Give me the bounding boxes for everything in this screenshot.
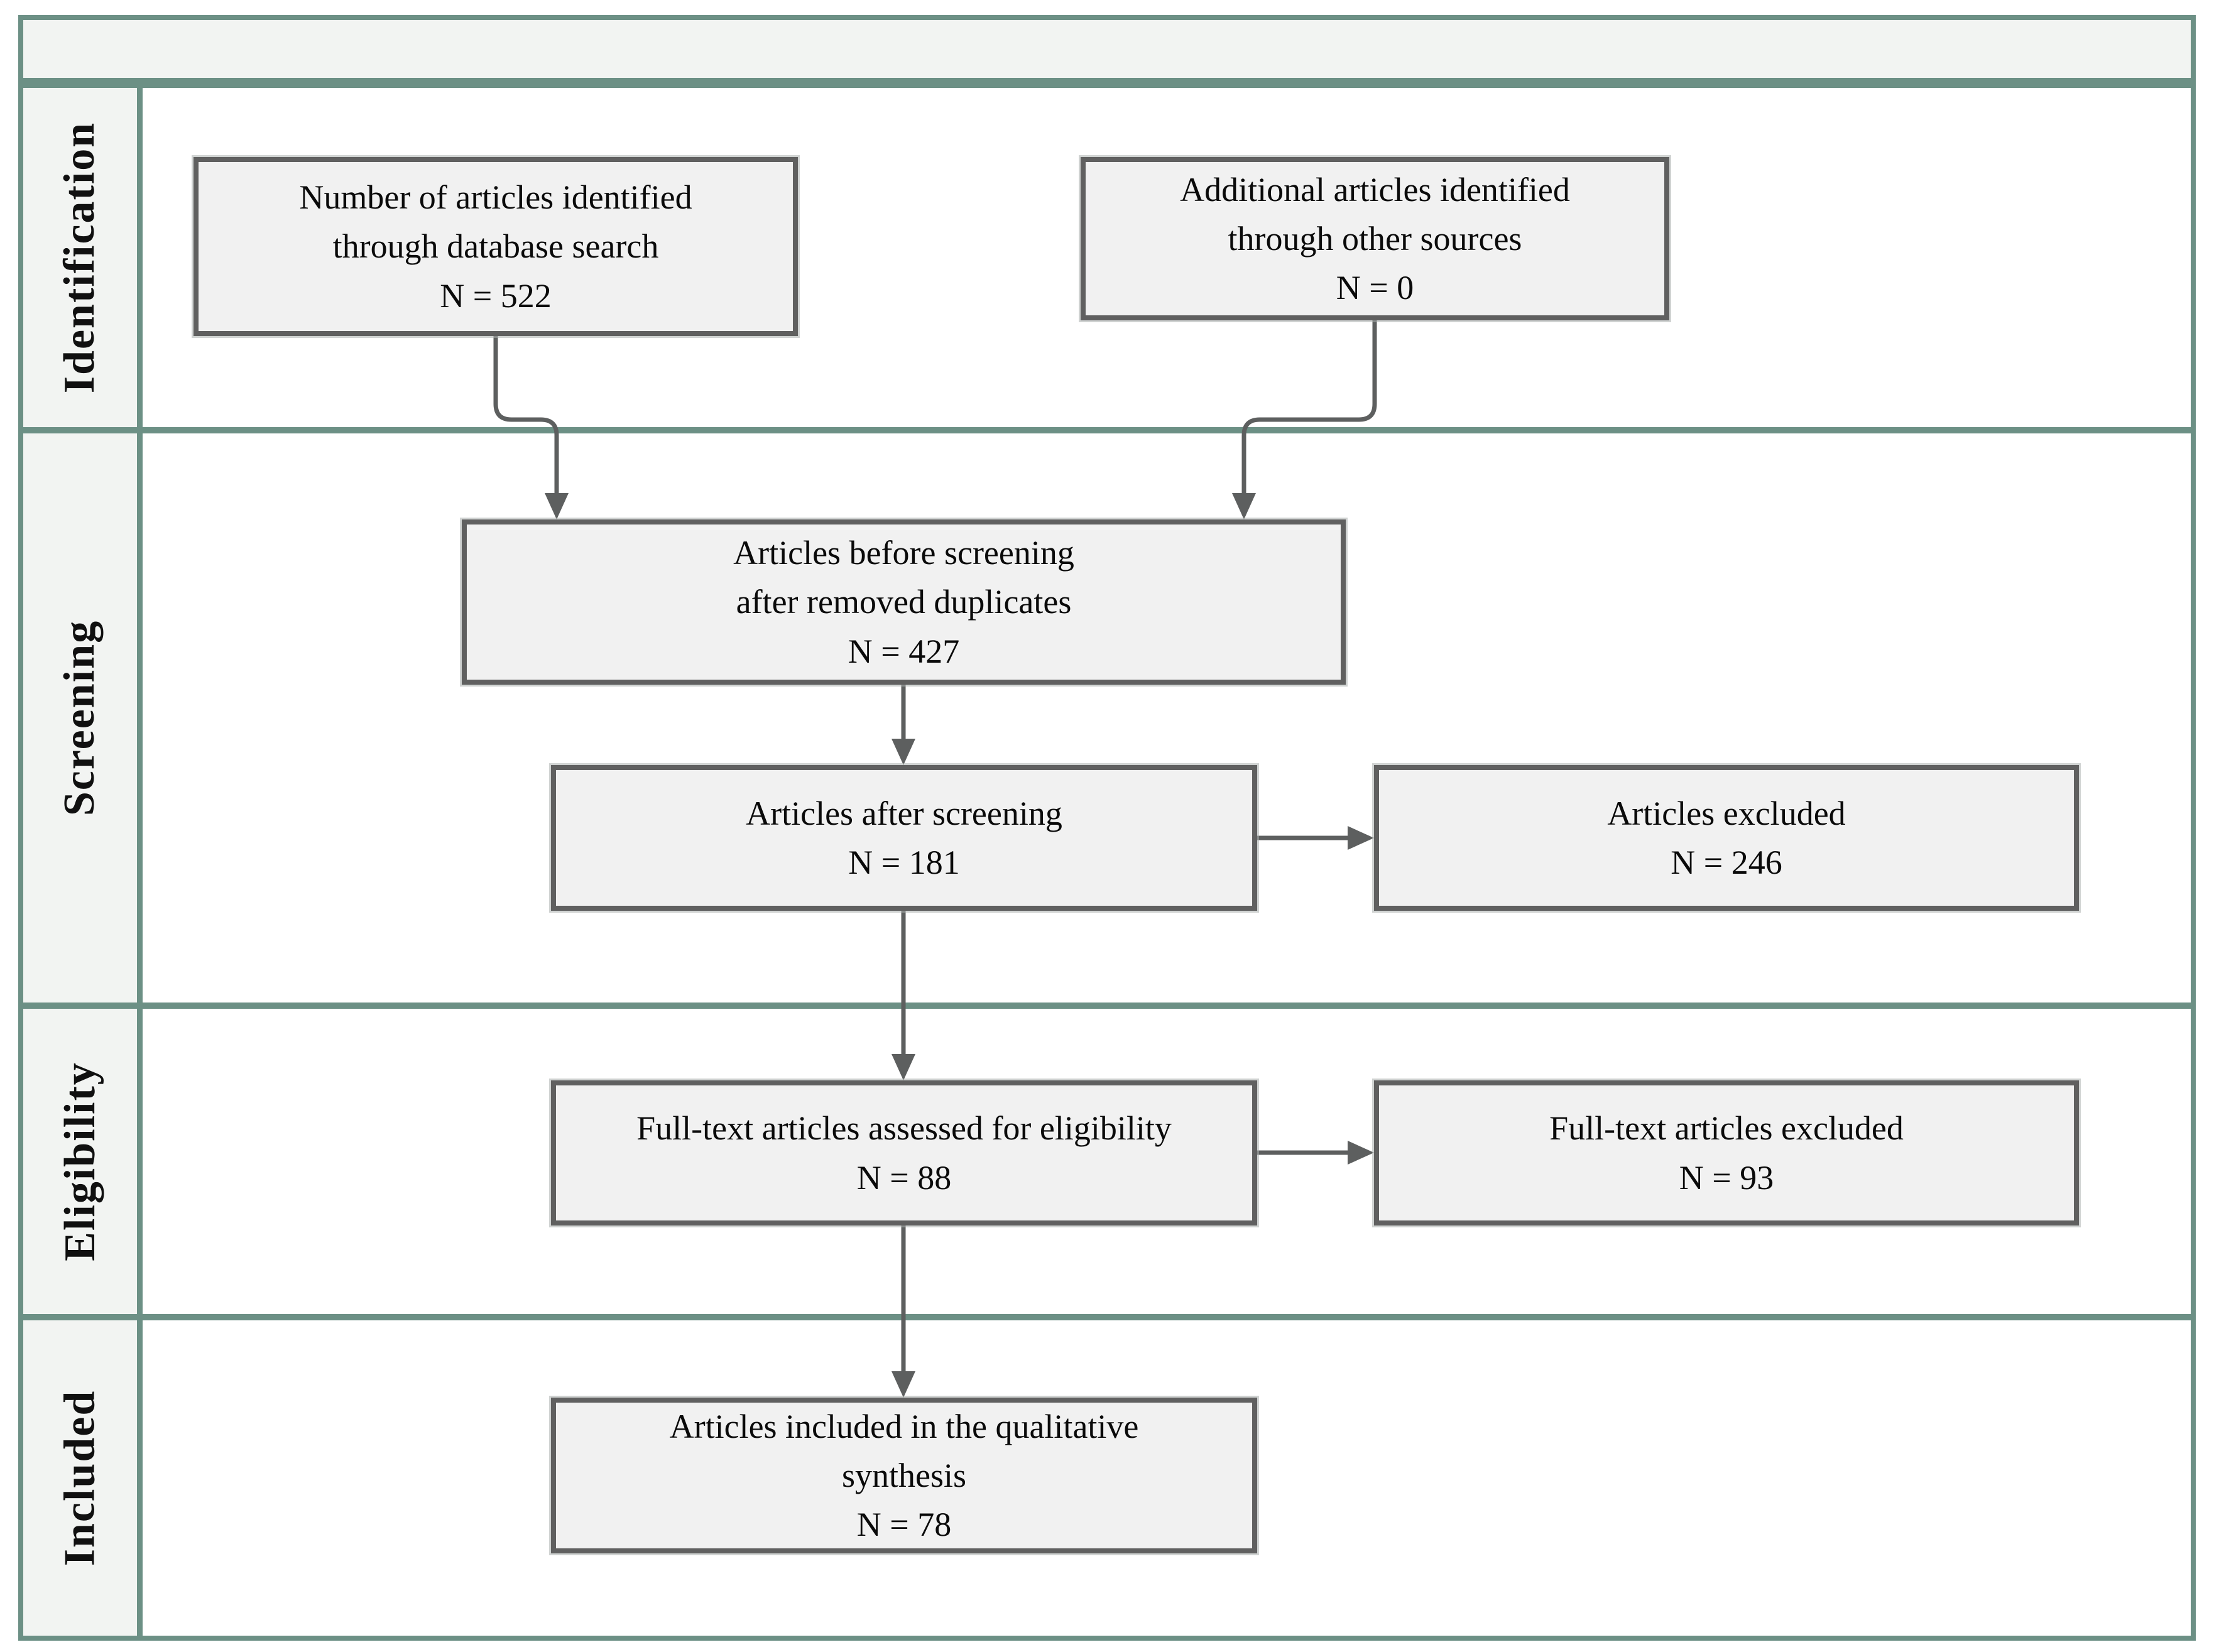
box-other-sources-label: Additional articles identified through o…	[1180, 170, 1570, 258]
box-database-search-label: Number of articles identified through da…	[299, 178, 692, 266]
box-included-qualitative: Articles included in the qualitative syn…	[551, 1398, 1257, 1553]
arrow-after-screening-to-excluded	[1257, 826, 1374, 850]
box-after-screening-count: N = 181	[848, 844, 960, 881]
box-after-screening: Articles after screening N = 181	[551, 765, 1257, 911]
box-fulltext-assessed-label: Full-text articles assessed for eligibil…	[636, 1109, 1172, 1148]
box-after-screening-label: Articles after screening	[746, 794, 1062, 832]
box-database-search: Number of articles identified through da…	[194, 157, 798, 336]
box-other-sources: Additional articles identified through o…	[1081, 157, 1669, 320]
box-fulltext-assessed: Full-text articles assessed for eligibil…	[551, 1080, 1257, 1225]
row-divider-eligibility-included	[23, 1314, 2191, 1320]
sidebar-vertical-divider	[137, 88, 143, 1636]
row-divider-screening-eligibility	[23, 1003, 2191, 1009]
box-fulltext-excluded: Full-text articles excluded N = 93	[1374, 1080, 2079, 1225]
arrow-after-screening-to-fulltext	[892, 911, 915, 1080]
box-included-qualitative-label: Articles included in the qualitative syn…	[669, 1407, 1139, 1494]
arrow-fulltext-to-included	[892, 1225, 915, 1398]
arrow-before-screening-to-after-screening	[892, 685, 915, 765]
arrow-db-search-to-before-screening	[493, 336, 569, 519]
box-fulltext-excluded-label: Full-text articles excluded	[1549, 1109, 1904, 1148]
box-before-screening-label: Articles before screening after removed …	[733, 534, 1074, 621]
box-database-search-count: N = 522	[440, 276, 552, 315]
box-before-screening: Articles before screening after removed …	[462, 519, 1346, 685]
flow-table: Identification Screening Eligibility Inc…	[18, 83, 2196, 1641]
box-articles-excluded-label: Articles excluded	[1607, 794, 1846, 832]
box-before-screening-count: N = 427	[848, 632, 960, 670]
box-articles-excluded: Articles excluded N = 246	[1374, 765, 2079, 911]
flow-arrows	[493, 320, 1377, 1398]
sidebar-column	[23, 88, 137, 1636]
arrow-other-sources-to-before-screening	[1232, 320, 1377, 519]
arrow-fulltext-to-fulltext-excluded	[1257, 1141, 1374, 1165]
box-included-qualitative-count: N = 78	[856, 1506, 952, 1544]
box-fulltext-assessed-count: N = 88	[856, 1158, 952, 1197]
box-articles-excluded-count: N = 246	[1671, 844, 1782, 881]
header-bar	[18, 15, 2196, 83]
box-fulltext-excluded-count: N = 93	[1679, 1158, 1774, 1197]
row-divider-identification-screening	[23, 427, 2191, 433]
box-other-sources-count: N = 0	[1336, 269, 1414, 307]
